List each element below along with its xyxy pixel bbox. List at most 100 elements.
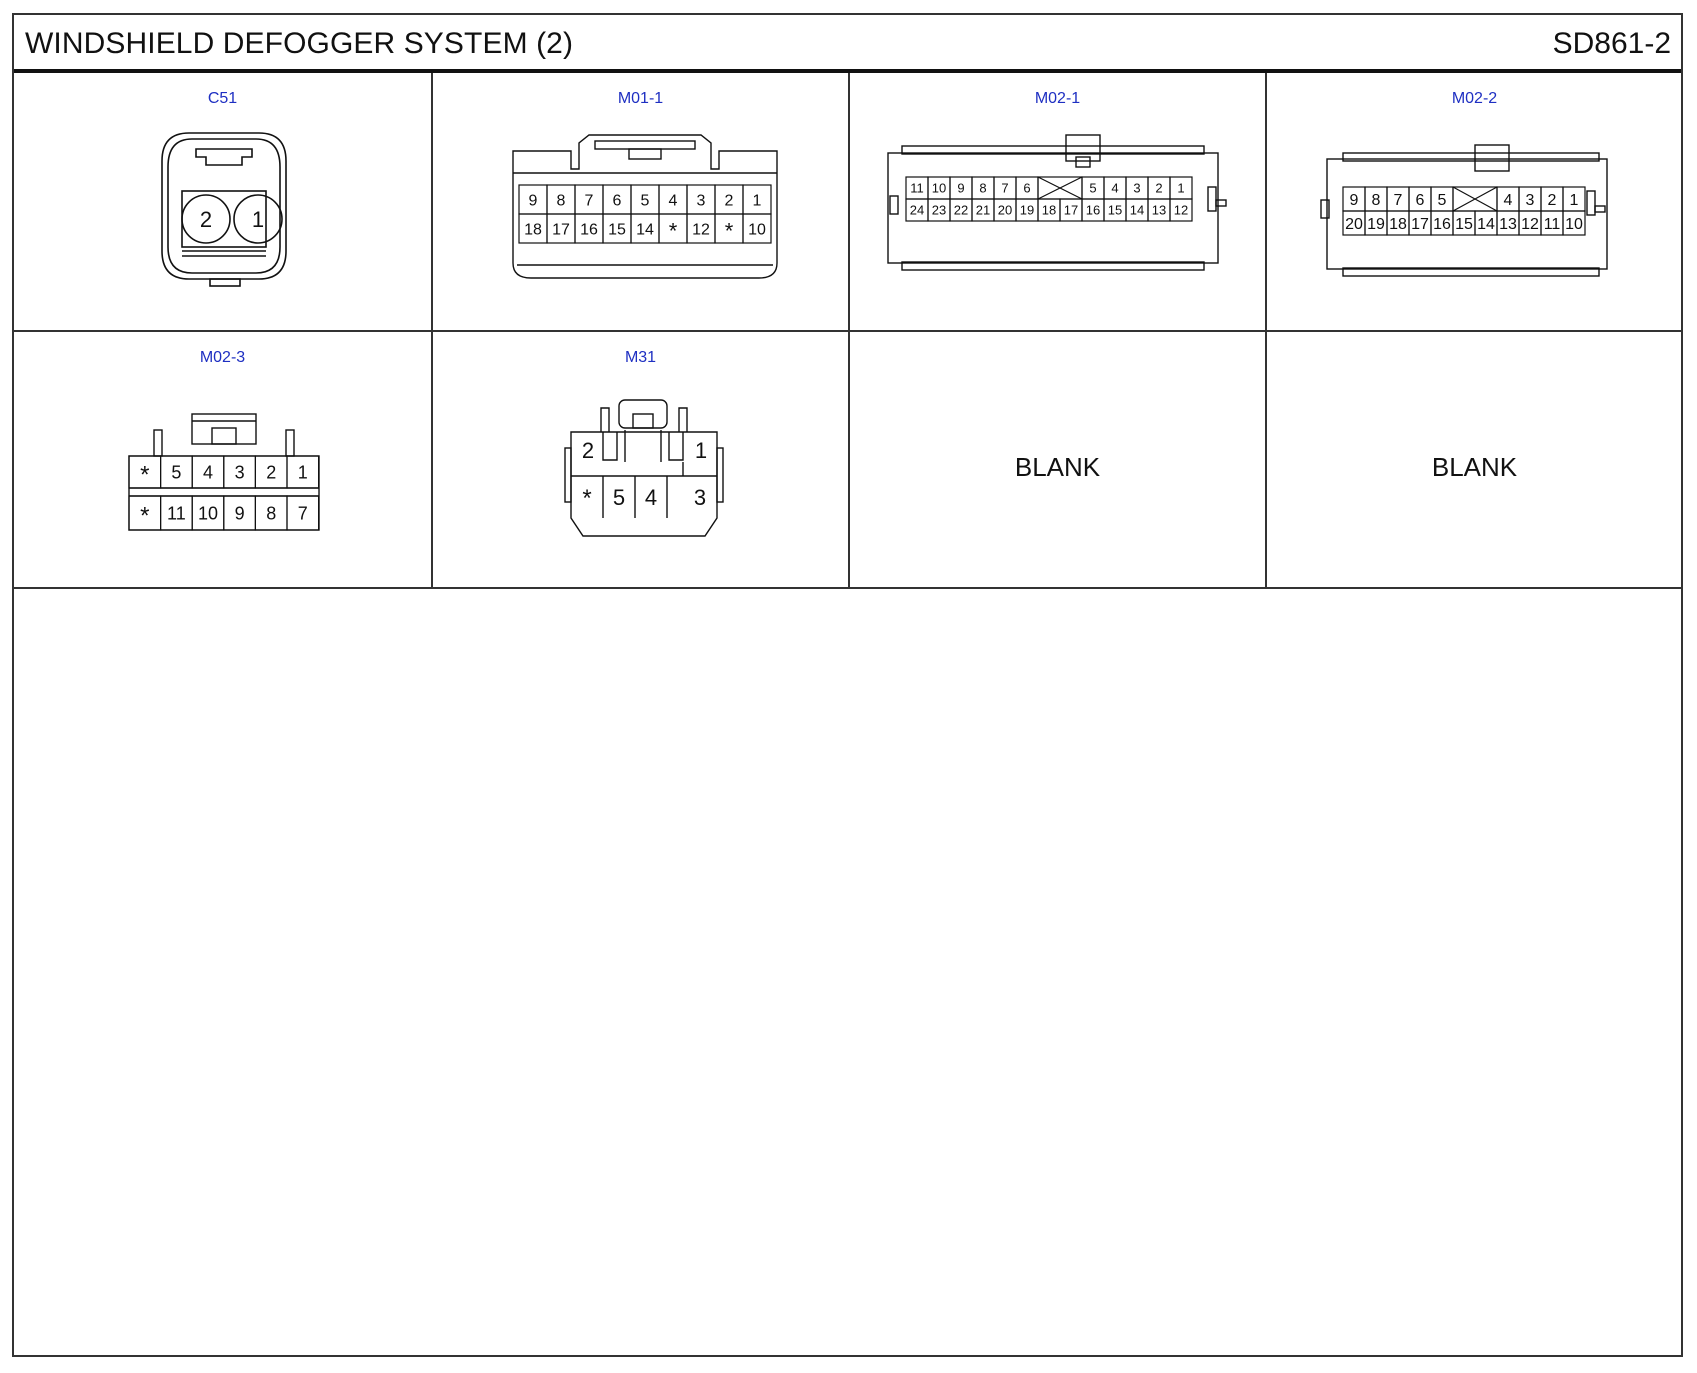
- pin-label: 17: [1411, 216, 1429, 233]
- pin-label: 20: [998, 203, 1012, 218]
- pin-label: 7: [1394, 192, 1403, 209]
- pin-label: 12: [1174, 203, 1188, 218]
- pin-label: 9: [235, 503, 245, 523]
- blank-label: BLANK: [1014, 452, 1101, 482]
- pin-label: 4: [645, 485, 657, 510]
- pin-label: 9: [957, 181, 964, 196]
- pin-label: 4: [203, 462, 213, 482]
- pin-cell: [286, 455, 320, 489]
- pin-label: 3: [1526, 192, 1535, 209]
- blank-label: BLANK: [1431, 452, 1518, 482]
- grid-bottom-divider: [14, 587, 1681, 589]
- pin-label: 12: [692, 221, 710, 238]
- pin-label: *: [582, 485, 591, 512]
- pin-label: 10: [748, 221, 766, 238]
- pin-label: 6: [1023, 181, 1030, 196]
- connector-label-m02-2: M02-2: [1451, 90, 1498, 107]
- pin-label: 2: [1548, 192, 1557, 209]
- pin-label: 8: [979, 181, 986, 196]
- pin-label: 20: [1345, 216, 1363, 233]
- pin-label: 12: [1521, 216, 1539, 233]
- pin-label: 14: [636, 221, 654, 238]
- pin-label: 18: [1042, 203, 1056, 218]
- connector-m31-drawing: 2 1 * 5 4 3: [564, 399, 724, 537]
- pin-label: *: [140, 502, 149, 529]
- pin-label: 5: [613, 485, 625, 510]
- pin-label: 2: [582, 438, 594, 463]
- pin-label: 5: [1089, 181, 1096, 196]
- pin-label: 15: [608, 221, 626, 238]
- connector-grid: C51 2 1 M01-1: [14, 73, 1682, 587]
- pin-label: 16: [1086, 203, 1100, 218]
- diagram-sheet: WINDSHIELD DEFOGGER SYSTEM (2) SD861-2 C…: [12, 13, 1683, 1357]
- pin-label: 1: [1177, 181, 1184, 196]
- pin-label: 10: [198, 503, 218, 523]
- pin-label: 1: [1570, 192, 1579, 209]
- connector-label-c51: C51: [207, 90, 238, 107]
- pin-label: 5: [1438, 192, 1447, 209]
- pin-label: 1: [298, 462, 308, 482]
- pin-label: 4: [669, 192, 678, 209]
- pin-label: 18: [524, 221, 542, 238]
- connector-label-m31: M31: [624, 349, 657, 366]
- pin-label: 7: [585, 192, 594, 209]
- pin-label: 10: [932, 181, 946, 196]
- pin-label: 3: [1133, 181, 1140, 196]
- connector-m31-cell: M31: [431, 330, 848, 587]
- pin-label: 4: [1504, 192, 1513, 209]
- pin-label: 13: [1152, 203, 1166, 218]
- pin-label: 8: [557, 192, 566, 209]
- pin-label: 18: [1389, 216, 1407, 233]
- pin-label: 21: [976, 203, 990, 218]
- pin-cell: [286, 495, 320, 531]
- pin-label: 3: [694, 485, 706, 510]
- pin-label: 9: [1350, 192, 1359, 209]
- pin-label: 24: [910, 203, 924, 218]
- pin-label: 2: [200, 207, 212, 232]
- connector-c51-drawing: 2 1: [161, 132, 287, 287]
- blank-cell: BLANK: [1265, 330, 1682, 587]
- pin-label: 2: [266, 462, 276, 482]
- page-title: WINDSHIELD DEFOGGER SYSTEM (2): [25, 27, 574, 60]
- unused-pin-mark: [1037, 176, 1083, 200]
- pin-label: 4: [1111, 181, 1118, 196]
- pin-label: 14: [1477, 216, 1495, 233]
- page-code: SD861-2: [1552, 27, 1671, 60]
- pin-label: 7: [298, 503, 308, 523]
- unused-pin-mark: [1452, 186, 1498, 212]
- pin-label: 5: [641, 192, 650, 209]
- connector-label-m01-1: M01-1: [617, 90, 664, 107]
- pin-label: 2: [1155, 181, 1162, 196]
- pin-label: 19: [1367, 216, 1385, 233]
- pin-label: 11: [167, 503, 186, 523]
- blank-cell: BLANK: [848, 330, 1265, 587]
- pin-label: 6: [1416, 192, 1425, 209]
- pin-label: 5: [171, 462, 181, 482]
- connector-label-m02-3: M02-3: [199, 349, 246, 366]
- pin-cell: [1169, 198, 1193, 222]
- pin-label: 19: [1020, 203, 1034, 218]
- pin-label: 7: [1001, 181, 1008, 196]
- pin-label: 15: [1455, 216, 1473, 233]
- pin-label: 15: [1108, 203, 1122, 218]
- pin-label: 22: [954, 203, 968, 218]
- pin-label: 14: [1130, 203, 1144, 218]
- connector-label-m02-1: M02-1: [1034, 90, 1081, 107]
- pin-label: 23: [932, 203, 946, 218]
- pin-label: *: [140, 461, 149, 488]
- pin-label: 17: [1064, 203, 1078, 218]
- pin-label: 13: [1499, 216, 1517, 233]
- pin-label: 10: [1565, 216, 1583, 233]
- pin-label: 6: [613, 192, 622, 209]
